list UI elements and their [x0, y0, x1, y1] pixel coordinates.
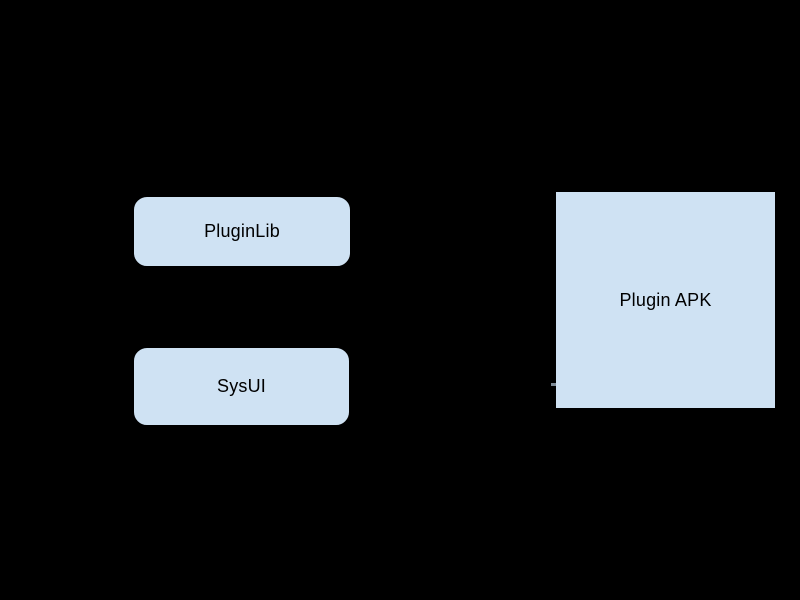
arrow-tip-artifact — [551, 383, 556, 386]
sysui-label: SysUI — [216, 376, 266, 396]
diagram-node-plugin-apk: Plugin APK — [555, 191, 776, 409]
diagram-node-pluginlib: PluginLib — [133, 196, 351, 267]
diagram-node-sysui: SysUI — [133, 347, 350, 426]
pluginlib-label: PluginLib — [204, 221, 280, 241]
plugin-apk-label: Plugin APK — [619, 289, 712, 310]
